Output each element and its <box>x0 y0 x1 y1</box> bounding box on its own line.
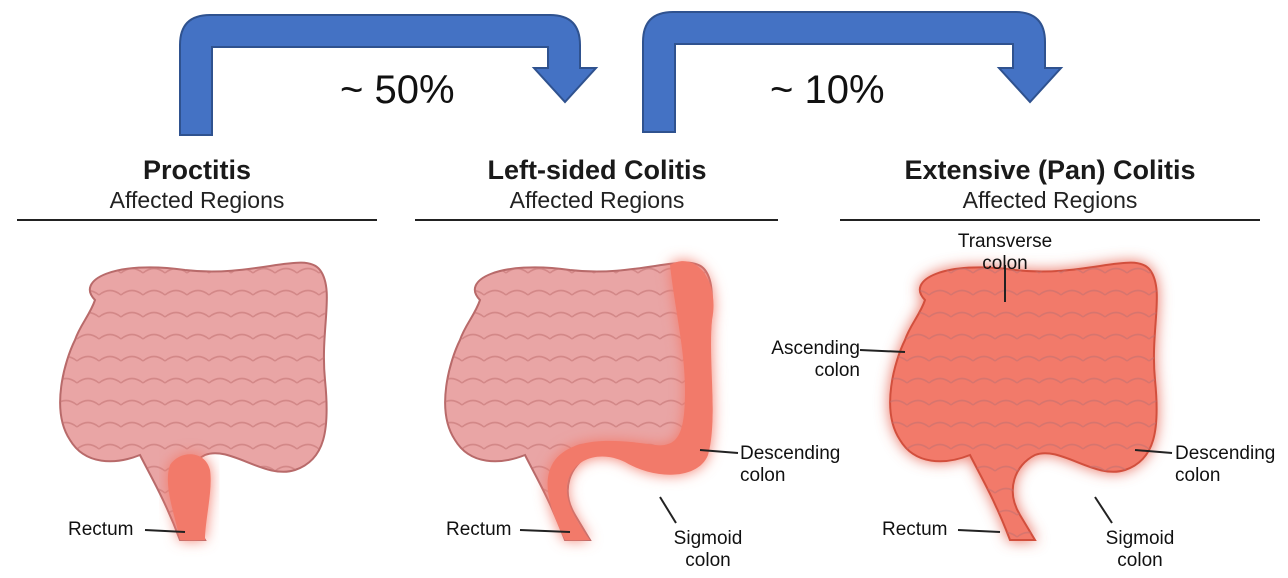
colon-proctitis <box>60 263 327 540</box>
label-descending-3: Descending colon <box>1175 443 1275 487</box>
colon-extensive <box>890 263 1157 540</box>
label-descending-2: Descending colon <box>740 443 840 487</box>
label-sigmoid-3: Sigmoid colon <box>1100 528 1180 572</box>
colon-left-sided <box>445 261 713 540</box>
label-ascending-3: Ascending colon <box>740 338 860 382</box>
label-sigmoid-2: Sigmoid colon <box>668 528 748 572</box>
label-rectum-1: Rectum <box>68 519 133 541</box>
label-transverse-3: Transverse colon <box>945 231 1065 275</box>
label-rectum-2: Rectum <box>446 519 511 541</box>
label-rectum-3: Rectum <box>882 519 947 541</box>
